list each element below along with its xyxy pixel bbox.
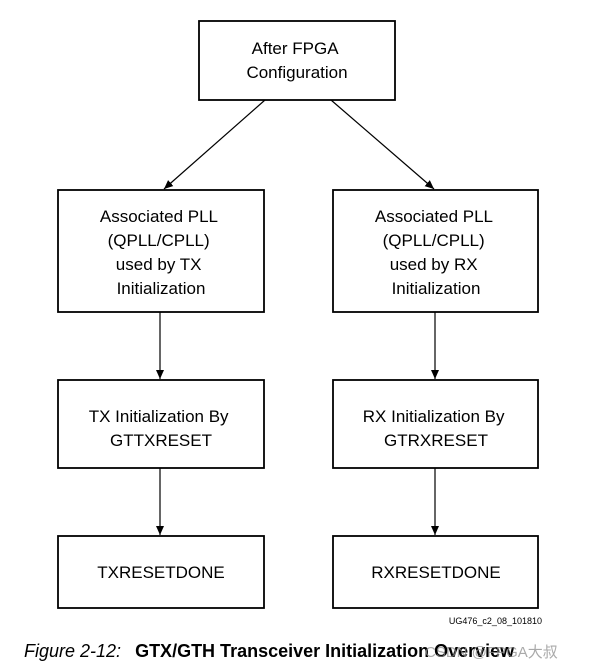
node-label-line: Associated PLL — [375, 207, 493, 226]
node-tx-initialization: TX Initialization By GTTXRESET — [57, 379, 265, 469]
node-after-fpga-configuration: After FPGA Configuration — [198, 20, 396, 101]
watermark: CSDN @FPGA大叔 — [425, 644, 558, 661]
svg-text:RXRESETDONE: RXRESETDONE — [371, 563, 500, 582]
figure-number: Figure 2-12: — [24, 641, 122, 661]
node-label-line: Configuration — [246, 63, 347, 82]
svg-text:TXRESETDONE: TXRESETDONE — [97, 563, 225, 582]
svg-text:TX Initialization By GTT: TX Initialization By GTTXRESET — [89, 407, 234, 450]
arrow-after-fpga-to-rx-pll — [330, 99, 435, 190]
node-label-line: GTTXRESET — [110, 431, 212, 450]
node-rxresetdone: RXRESETDONE — [332, 535, 539, 609]
figure-id: UG476_c2_08_101810 — [449, 616, 542, 626]
node-label-line: (QPLL/CPLL) — [108, 231, 210, 250]
node-label-line: After FPGA — [252, 39, 340, 58]
arrow-after-fpga-to-tx-pll — [163, 99, 266, 190]
node-rx-initialization: RX Initialization By GTRXRESET — [332, 379, 539, 469]
node-label-line: Initialization — [117, 279, 206, 298]
node-txresetdone: TXRESETDONE — [57, 535, 265, 609]
node-label-line: used by RX — [390, 255, 478, 274]
svg-text:Associated PLL (QPLL/CPL: Associated PLL (QPLL/CPLL) used by RX In… — [375, 207, 497, 298]
node-label-line: Initialization — [392, 279, 481, 298]
node-label-line: Associated PLL — [100, 207, 218, 226]
node-label-line: (QPLL/CPLL) — [383, 231, 485, 250]
figure-caption: Figure 2-12: GTX/GTH Transceiver Initiali… — [24, 640, 599, 664]
node-tx-associated-pll: Associated PLL (QPLL/CPLL) used by TX In… — [57, 189, 265, 313]
svg-text:Associated PLL (QPLL/CPL: Associated PLL (QPLL/CPLL) used by TX In… — [100, 207, 222, 298]
node-label-line: TX Initialization By — [89, 407, 229, 426]
node-label-line: RXRESETDONE — [371, 563, 500, 582]
node-rx-associated-pll: Associated PLL (QPLL/CPLL) used by RX In… — [332, 189, 539, 313]
figure-title: GTX/GTH Transceiver Initialization Overv… — [135, 641, 515, 661]
node-label-line: TXRESETDONE — [97, 563, 225, 582]
svg-text:RX Initialization By GTR: RX Initialization By GTRXRESET — [363, 407, 509, 450]
node-label-line: used by TX — [116, 255, 202, 274]
svg-text:After FPGA Configuration: After FPGA Configuration — [246, 39, 347, 82]
node-label-line: GTRXRESET — [384, 431, 488, 450]
node-label-line: RX Initialization By — [363, 407, 505, 426]
